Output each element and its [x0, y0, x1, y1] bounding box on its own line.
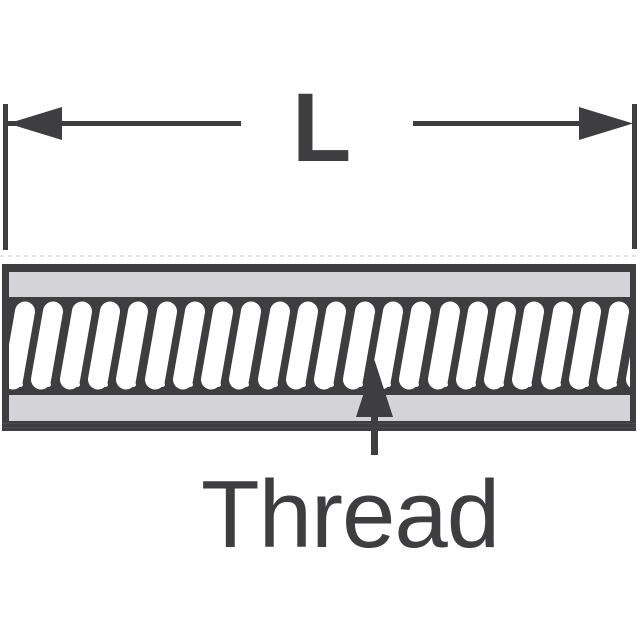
thread-zone: [9, 297, 630, 395]
extension-line-left: [3, 104, 8, 250]
faint-dotted-guide-line: [0, 255, 640, 257]
dimension-line-left-segment: [8, 121, 241, 126]
thread-root-dot: [442, 382, 448, 387]
thread-root-dot: [555, 382, 561, 387]
thread-root-dot: [470, 382, 476, 387]
thread-crest: [595, 299, 630, 392]
thread-root-dot: [385, 382, 391, 387]
rod-bottom-border-striation: [2, 422, 636, 424]
threaded-rod: [2, 264, 636, 431]
thread-root-dot: [159, 382, 165, 387]
thread-root-dot: [414, 382, 420, 387]
thread-root-dot: [18, 382, 23, 387]
thread-root-dot: [244, 382, 250, 387]
thread-root-dot: [272, 382, 278, 387]
thread-root-dot: [499, 382, 505, 387]
dimension-arrowhead-right-icon: [579, 107, 633, 140]
thread-root-dot: [216, 382, 222, 387]
thread-root-dot: [102, 382, 108, 387]
dimension-line-right-segment: [413, 121, 580, 126]
thread-root-dot: [357, 382, 363, 387]
extension-line-right: [632, 104, 637, 249]
thread-root-dot: [301, 382, 306, 387]
rod-bottom-border-striation: [2, 426, 636, 428]
thread-pointer-shaft: [371, 415, 378, 455]
thread-root-dot: [329, 382, 335, 387]
thread-root-dot: [46, 382, 52, 387]
rod-bottom-shank-band: [9, 395, 630, 421]
dimension-label: L: [292, 73, 352, 182]
thread-root-dot: [584, 382, 589, 387]
thread-root-dot: [131, 382, 137, 387]
thread-root-dot: [74, 382, 80, 387]
thread-root-dot: [187, 382, 193, 387]
rod-top-shank-band: [9, 272, 630, 297]
thread-label: Thread: [201, 461, 500, 568]
thread-root-dot: [612, 382, 618, 387]
thread-root-dot: [527, 382, 533, 387]
